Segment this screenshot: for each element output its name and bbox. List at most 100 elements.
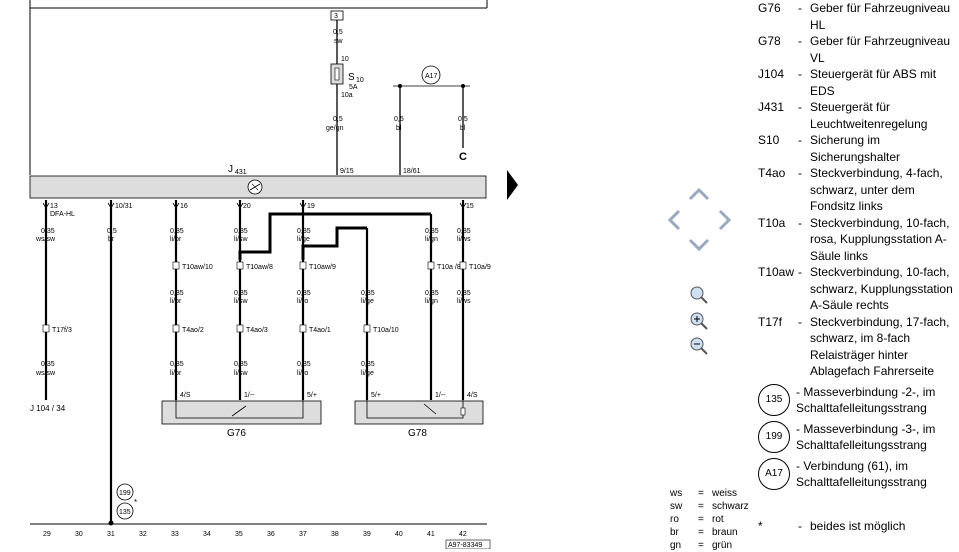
pin-label: 9/15 [340, 168, 354, 175]
abbreviation: sw=schwarz [670, 500, 749, 513]
connector-label: T4ao/2 [182, 327, 204, 334]
fuse-name: S [348, 72, 355, 83]
connection-a17 [421, 65, 441, 85]
a17-label: A17 [425, 73, 438, 80]
connector-label: T10aw/9 [309, 264, 336, 271]
ground-label: 199 [119, 490, 131, 497]
abbreviation-equals: = [698, 514, 704, 525]
column-number: 37 [299, 531, 307, 538]
legend-desc: Sicherung im Sicherungshalter [810, 133, 901, 164]
wire-size: 0,35 [457, 290, 471, 297]
wire-color: ws/sw [35, 370, 56, 377]
column-number: 34 [203, 531, 211, 538]
fuse-rating: 5A [349, 84, 358, 91]
connector-label: T10a/9 [469, 264, 491, 271]
wire-color: li/br [170, 370, 182, 377]
legend-code: T10a [758, 215, 786, 230]
legend-desc: Steckverbindung, 10-fach, schwarz, Kuppl… [810, 265, 953, 312]
sensor-pin: 5/+ [371, 392, 381, 399]
legend-desc: - Masseverbindung -2-, im Schalttafellei… [796, 384, 936, 416]
connector-label: T17f/3 [52, 327, 72, 334]
fuse-pin-in: 10 [341, 56, 349, 63]
wire-color: sw [334, 38, 344, 45]
wire-size: 0,35 [425, 228, 439, 235]
arrow-right-icon[interactable] [718, 209, 732, 231]
legend-item: J104-Steuergerät für ABS mit EDS [758, 66, 959, 99]
legend-item: G76-Geber für Fahrzeugniveau HL [758, 0, 959, 33]
legend-dash: - [798, 215, 802, 230]
pin-label: 15 [466, 203, 474, 210]
wire-size: 0,35 [41, 361, 55, 368]
legend-dash: - [798, 34, 802, 48]
legend-dash: - [798, 1, 802, 15]
legend-item: S10-Sicherung im Sicherungshalter [758, 132, 959, 165]
legend-desc: Steckverbindung, 10-fach, rosa, Kupplung… [810, 215, 950, 263]
sensor-pin: 1/-- [244, 392, 255, 399]
wire-color: li/gn [425, 298, 438, 305]
ground-135 [116, 502, 134, 520]
wire-color: ge/gn [326, 125, 344, 132]
abbreviation: gn=grün [670, 539, 749, 552]
legend-item: T10a-Steckverbindung, 10-fach, rosa, Kup… [758, 215, 959, 265]
wire-size: 0,35 [297, 290, 311, 297]
connector-label: T4ao/3 [246, 327, 268, 334]
zoom-out-icon[interactable] [690, 337, 708, 355]
abbreviation-value: grün [712, 540, 733, 551]
pin-label: 16 [180, 203, 188, 210]
zoom-icon[interactable] [690, 286, 708, 304]
legend-desc: Geber für Fahrzeugniveau VL [810, 34, 951, 65]
column-number: 33 [171, 531, 179, 538]
column-number: 35 [235, 531, 243, 538]
legend-circle-code: A17 [758, 458, 790, 490]
legend-code: T17f [758, 314, 783, 329]
pin-label: 19 [307, 203, 315, 210]
pin-label: 10/31 [115, 203, 133, 210]
legend-desc: Geber für Fahrzeugniveau HL [810, 1, 951, 32]
footnote-dash: - [798, 519, 802, 533]
column-number: 36 [267, 531, 275, 538]
c-label: C [459, 151, 467, 163]
next-page-icon[interactable] [505, 168, 519, 202]
legend-desc: Steuergerät für Leuchtweitenregelung [810, 100, 928, 131]
legend-code: G78 [758, 34, 781, 48]
legend-desc: Steckverbindung, 17-fach, schwarz, im 8-… [810, 314, 950, 379]
ground-label: 135 [119, 509, 131, 516]
abbreviation: ws=weiss [670, 487, 749, 500]
zoom-in-icon[interactable] [690, 312, 708, 330]
arrow-down-icon[interactable] [688, 238, 710, 252]
legend-item: J431-Steuergerät für Leuchtweitenregelun… [758, 99, 959, 132]
wire-size: 0,5 [458, 116, 468, 123]
sensor-pin: 1/-- [435, 392, 446, 399]
legend-desc: - Verbindung (61), im Schalttafelleitung… [796, 458, 927, 490]
wire-size: 0,5 [394, 116, 404, 123]
legend-circles: 135- Masseverbindung -2-, im Schalttafel… [758, 384, 959, 491]
wire-color: li/sw [234, 236, 249, 243]
connector-label: T4ao/1 [309, 327, 331, 334]
wire-color: li/ro [297, 370, 308, 377]
arrow-left-icon[interactable] [667, 209, 681, 231]
wire-color: li/sw [234, 370, 249, 377]
pin-label: 20 [243, 203, 251, 210]
legend-circle-code: 135 [758, 384, 790, 416]
top-connector-label: 3 [334, 13, 338, 20]
wire-size: 0,35 [457, 228, 471, 235]
arrow-up-icon[interactable] [688, 187, 710, 201]
column-number: 42 [459, 531, 467, 538]
abbreviation-key: gn [670, 540, 682, 551]
legend-desc: - Masseverbindung -3-, im Schalttafellei… [796, 421, 936, 453]
column-number: 41 [427, 531, 435, 538]
wire-size: 0,35 [361, 290, 375, 297]
legend-code: T10aw [758, 265, 795, 279]
j431-label: J [228, 164, 233, 175]
abbreviation: ro=rot [670, 513, 749, 526]
connector-label: T10a/10 [373, 327, 399, 334]
wire-color: li/ge [297, 236, 310, 243]
sensor-pin: 5/+ [307, 392, 317, 399]
wire-size: 0,5 [107, 228, 117, 235]
sensor-pin: 4/S [180, 392, 191, 399]
abbreviation-value: schwarz [712, 501, 749, 512]
legend-desc: Steuergerät für ABS mit EDS [810, 67, 937, 98]
wire-color: li/br [170, 236, 182, 243]
